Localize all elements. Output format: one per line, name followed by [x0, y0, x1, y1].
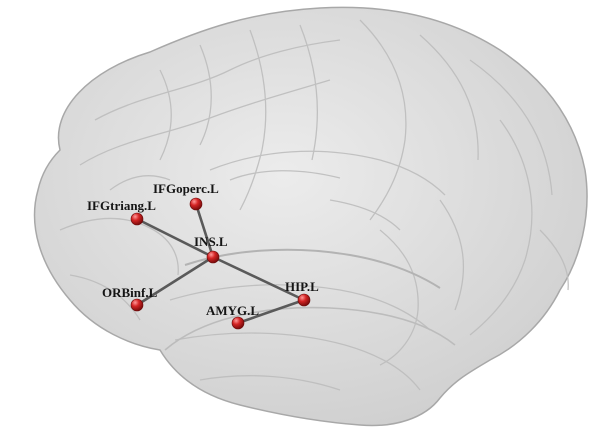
- node-label-IFGoperc: IFGoperc.L: [153, 181, 219, 196]
- node-IFGoperc: [189, 197, 203, 211]
- node-label-IFGtriang: IFGtriang.L: [87, 198, 156, 213]
- node-HIP: [297, 293, 311, 307]
- temporal-contour: [164, 306, 456, 351]
- edge-IFGtriang-INS: [135, 217, 215, 259]
- edge-IFGoperc-INS: [194, 202, 215, 259]
- edge-AMYG-HIP: [236, 298, 306, 325]
- brain-surface: [33, 6, 588, 427]
- edge-INS-HIP: [211, 255, 306, 302]
- node-IFGtriang: [130, 212, 144, 226]
- lateral-sulcus: [184, 248, 441, 289]
- node-AMYG: [231, 316, 245, 330]
- node-ORBinf: [130, 298, 144, 312]
- network-edges: [135, 202, 306, 325]
- node-label-HIP: HIP.L: [285, 279, 319, 294]
- network-labels: IFGoperc.L IFGtriang.L INS.L ORBinf.L HIP.L A…: [87, 181, 319, 318]
- brain-gyri: [59, 19, 569, 391]
- edge-ORBinf-INS: [135, 255, 215, 307]
- network-nodes: [130, 197, 311, 330]
- node-label-INS: INS.L: [194, 234, 228, 249]
- node-label-AMYG: AMYG.L: [206, 303, 259, 318]
- brain-outline: [33, 6, 588, 427]
- node-label-ORBinf: ORBinf.L: [102, 285, 158, 300]
- node-INS: [206, 250, 220, 264]
